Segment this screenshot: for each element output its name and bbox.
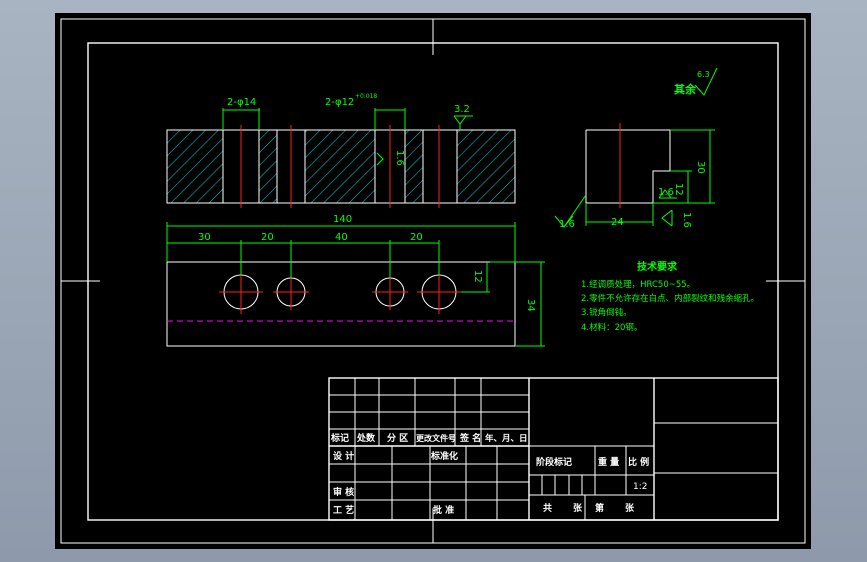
- tb-total: 共: [543, 502, 552, 514]
- finish-left: 1.6: [559, 219, 575, 230]
- side-height-dim: 30: [695, 161, 706, 174]
- tb-scale-label: 比 例: [628, 456, 649, 468]
- tech-requirement-1: 1.经调质处理，HRC50~55。: [581, 279, 695, 290]
- tech-requirement-4: 4.材料：20钢。: [581, 322, 642, 333]
- tb-change-doc: 更改文件号: [416, 433, 456, 443]
- hole-note-a: 2-φ14: [227, 97, 256, 108]
- tb-scale-value: 1:2: [633, 482, 647, 492]
- front-dimensions: [222, 108, 473, 166]
- tb-date: 年、月、日: [485, 433, 528, 444]
- dim-20-a: 20: [261, 232, 274, 243]
- tb-weight: 重 量: [598, 456, 619, 468]
- tb-sheet-end: 张: [625, 502, 635, 514]
- other-surfaces-label: 其余: [674, 82, 697, 96]
- surface-finish-top: 3.2: [454, 104, 470, 115]
- tb-standardize: 标准化: [430, 450, 458, 462]
- tb-sheets: 张: [573, 502, 583, 514]
- tb-count: 处数: [356, 432, 376, 444]
- tech-requirements: 技术要求 1.经调质处理，HRC50~55。 2.零件不允许存在白点、内部裂纹和…: [581, 260, 759, 333]
- dim-20-b: 20: [410, 232, 423, 243]
- side-step-dim: 12: [673, 183, 684, 196]
- surface-finish-hole: 1.6: [394, 150, 405, 166]
- front-section-view: 2-φ14 2-φ12 +0.018 3.2 1.6: [166, 93, 516, 208]
- hole-centerlines: [219, 270, 461, 314]
- hatched-regions: [166, 129, 516, 204]
- tb-process: 工 艺: [333, 504, 354, 516]
- cad-drawing: 2-φ14 2-φ12 +0.018 3.2 1.6: [60, 18, 806, 544]
- finish-bottom: 1.6: [681, 212, 692, 228]
- tb-zone: 分 区: [387, 432, 408, 444]
- tb-design: 设 计: [333, 450, 354, 462]
- hole-tolerance: +0.018: [355, 93, 377, 100]
- dim-offset-12: 12: [472, 270, 483, 283]
- tb-mark: 标记: [330, 432, 349, 444]
- hole-note-b: 2-φ12: [325, 97, 354, 108]
- drawing-viewport[interactable]: 2-φ14 2-φ12 +0.018 3.2 1.6: [55, 13, 811, 549]
- dim-40: 40: [335, 232, 348, 243]
- dim-overall-length: 140: [333, 214, 352, 225]
- tech-requirement-2: 2.零件不允许存在白点、内部裂纹和残余缩孔。: [581, 293, 759, 304]
- hole-4-section: [422, 129, 458, 204]
- tech-requirement-3: 3.锐角倒钝。: [581, 307, 632, 318]
- tb-approve: 批 准: [433, 504, 454, 516]
- top-dimensions: [166, 222, 545, 347]
- title-block: [328, 377, 779, 521]
- top-view-outline: [166, 261, 516, 347]
- tb-signature: 签 名: [459, 432, 481, 444]
- tb-stage-mark: 阶段标记: [536, 456, 572, 468]
- tb-review: 审 核: [333, 486, 354, 498]
- dim-width-34: 34: [525, 299, 536, 312]
- other-surfaces-finish: 6.3: [697, 70, 710, 79]
- top-view: 140 30 20 40 20 12 34: [166, 214, 545, 347]
- section-centerlines: [240, 125, 440, 208]
- tech-requirements-title: 技术要求: [637, 260, 678, 273]
- title-block-text: 标记 处数 分 区 更改文件号 签 名 年、月、日 设 计 标准化 审 核 工 …: [330, 432, 649, 516]
- side-width-dim: 24: [611, 217, 624, 228]
- tb-sheet: 第: [595, 502, 604, 514]
- side-dimensions: [554, 67, 718, 228]
- side-view: 其余 6.3 30 12 24 1.6 1.6 1.6: [554, 67, 718, 230]
- dim-30: 30: [198, 232, 211, 243]
- finish-step: 1.6: [658, 187, 674, 198]
